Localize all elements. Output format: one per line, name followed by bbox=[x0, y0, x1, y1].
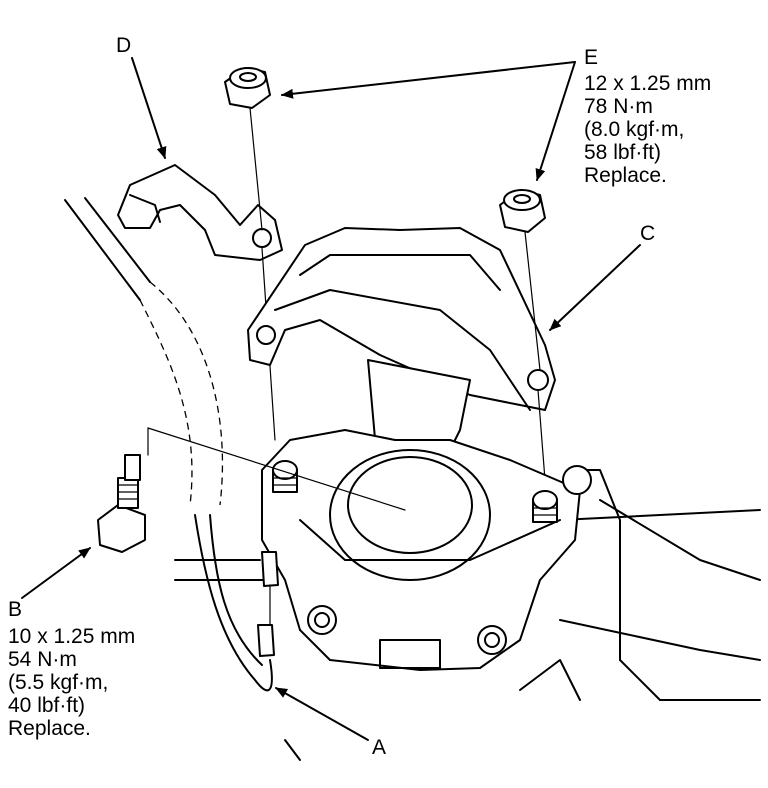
arrow-d bbox=[131, 57, 167, 159]
callout-e-spec-line: 78 N·m bbox=[584, 95, 653, 118]
callout-e-spec-line: (8.0 kgf·m, bbox=[584, 118, 685, 141]
stud-right bbox=[532, 490, 558, 523]
callout-c-label: C bbox=[640, 222, 656, 245]
callout-b-label: B bbox=[8, 598, 23, 621]
callout-e-spec: 12 x 1.25 mm 78 N·m (8.0 kgf·m, 58 lbf·f… bbox=[584, 72, 711, 187]
callout-b-spec-line: 40 lbf·ft) bbox=[8, 694, 86, 717]
callout-e-label: E bbox=[584, 46, 599, 69]
arrow-c bbox=[549, 244, 641, 331]
callout-b-spec-line: 54 N·m bbox=[8, 648, 77, 671]
callout-d-label: D bbox=[116, 34, 132, 57]
harness-a bbox=[194, 514, 279, 692]
bracket-d bbox=[117, 164, 283, 441]
frame-background bbox=[64, 197, 761, 761]
callout-arrows bbox=[21, 57, 641, 741]
callout-b-spec-line: 10 x 1.25 mm bbox=[8, 625, 136, 648]
callout-e-spec-line: 58 lbf·ft) bbox=[584, 141, 662, 164]
callout-a-label: A bbox=[372, 736, 387, 759]
callout-e-spec-line: 12 x 1.25 mm bbox=[584, 72, 712, 95]
nut-e-lower bbox=[499, 189, 546, 371]
bracket-c bbox=[247, 227, 556, 481]
arrow-e-lower bbox=[535, 61, 576, 181]
stud-left bbox=[272, 460, 298, 493]
arrow-e-upper bbox=[281, 61, 576, 99]
callout-e-spec-line: Replace. bbox=[584, 164, 667, 187]
callout-b-spec-line: (5.5 kgf·m, bbox=[8, 671, 109, 694]
bolt-b bbox=[97, 427, 406, 553]
mount-base bbox=[261, 429, 592, 671]
arrow-b bbox=[21, 547, 91, 599]
callout-b-spec-line: Replace. bbox=[8, 717, 91, 740]
callout-b-spec: 10 x 1.25 mm 54 N·m (5.5 kgf·m, 40 lbf·f… bbox=[8, 625, 135, 740]
nut-e-upper bbox=[224, 67, 271, 231]
arrow-a bbox=[275, 687, 369, 741]
